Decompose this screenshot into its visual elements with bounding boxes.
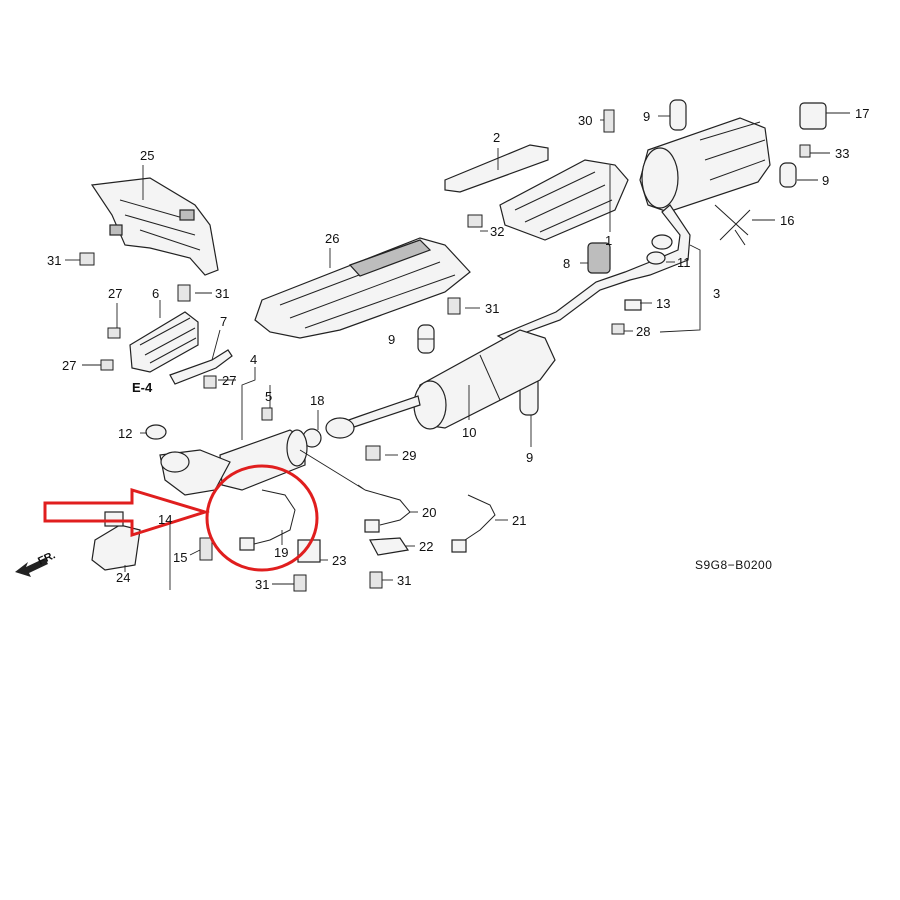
- bolt-30: [603, 109, 615, 133]
- callout-14: 14: [158, 512, 172, 527]
- spring-13: [624, 299, 642, 311]
- oxygen-sensor-20: [364, 489, 411, 533]
- callout-29: 29: [402, 448, 416, 463]
- callout-20: 20: [422, 505, 436, 520]
- hanger-9-right: [779, 162, 797, 188]
- callout-27-a: 27: [108, 286, 122, 301]
- callout-4: 4: [250, 352, 257, 367]
- gasket-11: [646, 251, 666, 265]
- bracket-23: [297, 539, 321, 563]
- direction-label: FR.: [36, 549, 57, 567]
- callout-9-d: 9: [526, 450, 533, 465]
- bracket-24: [91, 511, 141, 571]
- callout-18: 18: [310, 393, 324, 408]
- leader-lines: [65, 112, 850, 590]
- callout-23: 23: [332, 553, 346, 568]
- callout-27-c: 27: [222, 373, 236, 388]
- callout-28: 28: [636, 324, 650, 339]
- callout-17: 17: [855, 106, 869, 121]
- callout-9-b: 9: [822, 173, 829, 188]
- bolt-27-a: [107, 327, 121, 339]
- callout-15: 15: [173, 550, 187, 565]
- rear-pipe: [496, 204, 691, 341]
- bolt-33: [799, 144, 811, 158]
- gasket-12: [145, 424, 167, 440]
- callout-10: 10: [462, 425, 476, 440]
- callout-31-a: 31: [47, 253, 61, 268]
- heat-shield-converter: [129, 311, 199, 373]
- nut-29: [365, 445, 381, 461]
- nut-32: [467, 214, 483, 228]
- callout-33: 33: [835, 146, 849, 161]
- callout-8: 8: [563, 256, 570, 271]
- callout-11: 11: [677, 255, 691, 270]
- bracket-2: [444, 144, 549, 193]
- callout-31-d: 31: [255, 577, 269, 592]
- bolt-5: [261, 407, 273, 421]
- bolt-31-b: [177, 284, 191, 302]
- hanger-9-top: [669, 99, 687, 131]
- callout-5: 5: [265, 389, 272, 404]
- heat-shield-rear: [499, 159, 629, 241]
- muffler: [639, 117, 771, 213]
- callout-21: 21: [512, 513, 526, 528]
- bolt-31-e: [369, 571, 383, 589]
- diagram-code: S9G8−B0200: [695, 558, 772, 572]
- callout-9-c: 9: [388, 332, 395, 347]
- bolt-31-c: [447, 297, 461, 315]
- center-resonator: [325, 329, 556, 439]
- nut-28: [611, 323, 625, 335]
- rubber-mount-8: [587, 242, 611, 274]
- bolt-31-d: [293, 574, 307, 592]
- heat-shield-floor: [254, 237, 471, 339]
- ref-e4: E-4: [132, 380, 153, 395]
- clip-22: [369, 537, 410, 556]
- callout-7: 7: [220, 314, 227, 329]
- callout-30: 30: [578, 113, 592, 128]
- tail-pipe-17: [799, 102, 827, 130]
- callout-26: 26: [325, 231, 339, 246]
- catalytic-converter: [159, 429, 308, 496]
- callout-16: 16: [780, 213, 794, 228]
- heat-shield-upper-front: [90, 177, 219, 276]
- callout-32: 32: [490, 224, 504, 239]
- callout-13: 13: [656, 296, 670, 311]
- oxygen-sensor-21: [451, 494, 496, 553]
- bolt-31-a: [79, 252, 95, 266]
- callout-1: 1: [605, 233, 612, 248]
- callout-19: 19: [274, 545, 288, 560]
- oxygen-sensor-19: [239, 489, 296, 551]
- callout-24: 24: [116, 570, 130, 585]
- highlight-arrow: [43, 487, 211, 538]
- front-direction-arrow-icon: [15, 558, 48, 577]
- callout-31-c: 31: [485, 301, 499, 316]
- callout-2: 2: [493, 130, 500, 145]
- bolt-27-b: [100, 359, 114, 371]
- callout-6: 6: [152, 286, 159, 301]
- callout-25: 25: [140, 148, 154, 163]
- callout-12: 12: [118, 426, 132, 441]
- callout-27-b: 27: [62, 358, 76, 373]
- callout-31-e: 31: [397, 573, 411, 588]
- callout-9-a: 9: [643, 109, 650, 124]
- callout-3: 3: [713, 286, 720, 301]
- bolt-15: [199, 537, 213, 561]
- callout-22: 22: [419, 539, 433, 554]
- highlight-circle: [205, 464, 319, 572]
- callout-31-b: 31: [215, 286, 229, 301]
- stud-16: [714, 204, 751, 246]
- bolt-27-c: [203, 375, 217, 389]
